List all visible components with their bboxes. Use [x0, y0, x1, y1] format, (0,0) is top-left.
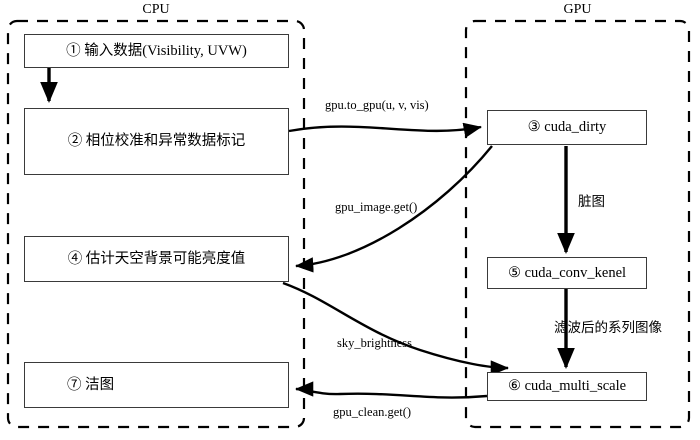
cpu-zone-boundary [6, 19, 306, 429]
node-phase-calibration[interactable]: ② 相位校准和异常数据标记 [24, 108, 289, 175]
node-cuda-dirty[interactable]: ③ cuda_dirty [487, 110, 647, 145]
node-cuda-conv-kenel[interactable]: ⑤ cuda_conv_kenel [487, 257, 647, 289]
node-input-data[interactable]: ① 输入数据(Visibility, UVW) [24, 34, 289, 68]
edge-label-sky-brightness: sky_brightness [337, 336, 412, 350]
edge-n2-n3 [288, 122, 482, 138]
edge-n6-n7 [295, 381, 488, 399]
edge-n3-n4 [295, 145, 493, 273]
edge-label-gpu-image-get: gpu_image.get() [335, 200, 418, 214]
node-sky-background-estimate[interactable]: ④ 估计天空背景可能亮度值 [24, 236, 289, 282]
edge-label-dirty-image: 脏图 [578, 194, 605, 209]
node-cuda-multi-scale[interactable]: ⑥ cuda_multi_scale [487, 372, 647, 401]
zone-title-cpu: CPU [142, 2, 170, 17]
edge-label-filtered-images: 滤波后的系列图像 [554, 320, 662, 335]
edge-label-gpu-clean-get: gpu_clean.get() [333, 405, 412, 419]
gpu-zone-boundary [464, 19, 691, 429]
edge-label-to-gpu: gpu.to_gpu(u, v, vis) [325, 98, 429, 112]
node-clean-image[interactable]: ⑦ 洁图 [24, 362, 289, 408]
edge-n4-n6 [282, 281, 509, 376]
zone-title-gpu: GPU [563, 2, 592, 17]
